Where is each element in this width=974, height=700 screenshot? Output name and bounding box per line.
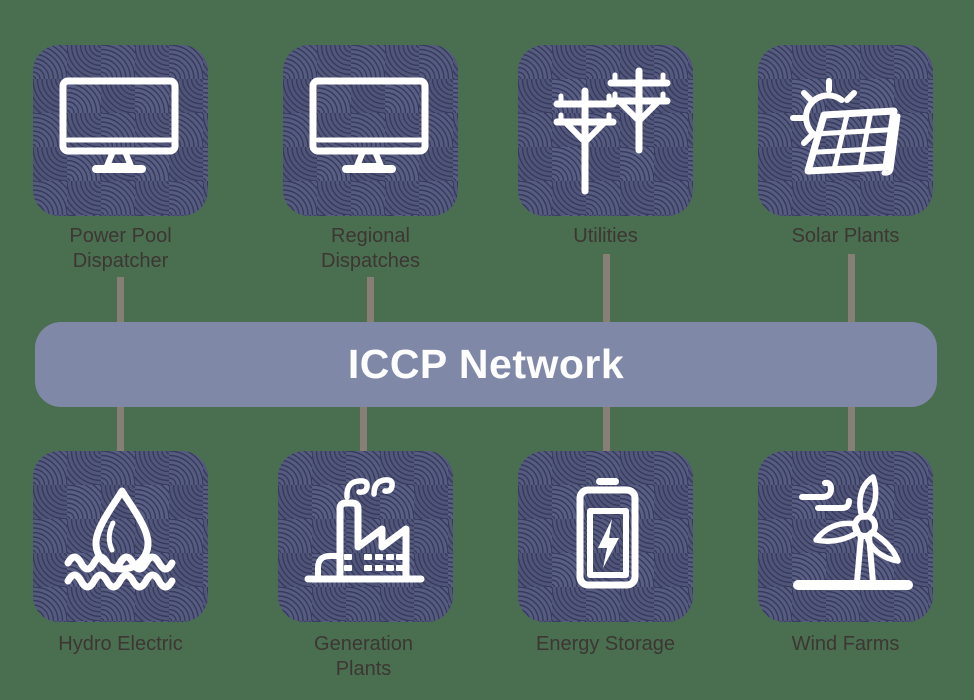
label-regional-dispatches: Regional Dispatches [321,225,420,272]
connector-generation-plants [360,406,367,451]
label-generation-plants: Generation Plants [314,633,413,680]
label-power-pool-dispatcher: Power Pool Dispatcher [69,225,172,272]
connector-energy-storage [603,406,610,451]
label-wind-farms: Wind Farms [791,633,900,655]
monitor-icon [59,77,179,173]
label-hydro-electric: Hydro Electric [58,633,183,655]
tile-solar-plants [758,45,933,216]
connector-solar-plants [848,254,855,323]
tile-energy-storage [518,451,693,622]
solar-panel-sun-icon [790,78,901,176]
connector-power-pool-dispatcher [117,277,124,323]
connector-wind-farms [848,406,855,451]
wind-turbine-icon [793,474,913,590]
iccp-network-label: ICCP Network [347,341,625,387]
connector-utilities [603,254,610,323]
connector-regional-dispatches [367,277,374,323]
label-solar-plants: Solar Plants [791,225,900,247]
iccp-network-bar: ICCP Network [35,322,937,407]
water-drop-waves-icon [64,487,176,591]
tile-utilities [518,45,693,216]
battery-charging-icon [576,478,639,589]
label-utilities: Utilities [573,225,638,247]
label-energy-storage: Energy Storage [536,633,675,655]
connector-hydro-electric [117,406,124,451]
tile-power-pool-dispatcher [33,45,208,216]
monitor-icon [309,77,429,173]
factory-icon [304,477,425,583]
tile-wind-farms [758,451,933,622]
utility-poles-icon [553,67,671,195]
tile-generation-plants [278,451,453,622]
tile-regional-dispatches [283,45,458,216]
tile-hydro-electric [33,451,208,622]
